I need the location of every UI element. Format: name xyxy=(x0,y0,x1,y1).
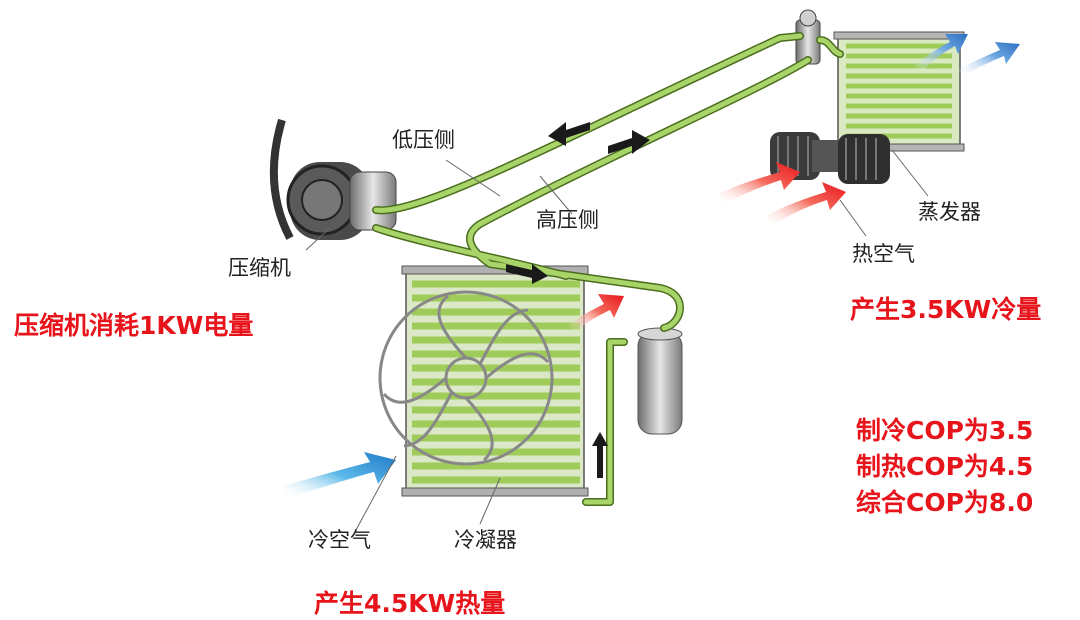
heat-output-annotation: 产生4.5KW热量 xyxy=(314,589,506,618)
hot-air-arrow-upper xyxy=(718,162,800,204)
cop-heating: 制热COP为4.5 xyxy=(856,452,1034,481)
leader-lines xyxy=(305,149,929,531)
cooled-air-arrow-right xyxy=(958,42,1020,76)
compressor-label: 压缩机 xyxy=(228,256,291,280)
cooling-output-annotation: 产生3.5KW冷量 xyxy=(850,295,1042,324)
compressor-power-annotation: 压缩机消耗1KW电量 xyxy=(14,311,254,340)
flow-arrow-condenser-in xyxy=(506,264,548,284)
cold-air-label: 冷空气 xyxy=(308,528,371,552)
compressor-unit xyxy=(269,118,397,240)
flow-arrow-low-side xyxy=(548,122,590,146)
hot-air-label: 热空气 xyxy=(852,242,915,266)
evaporator-label: 蒸发器 xyxy=(918,200,981,224)
receiver-drier xyxy=(637,327,683,435)
hot-air-arrow-lower xyxy=(766,182,846,226)
flow-arrow-high-side xyxy=(608,130,650,154)
refrigerant-pipes xyxy=(372,32,844,506)
cop-summary: 制冷COP为3.5 制热COP为4.5 综合COP为8.0 xyxy=(856,413,1033,521)
cold-air-arrow xyxy=(284,452,396,498)
cop-total: 综合COP为8.0 xyxy=(856,488,1034,517)
low-side-label: 低压侧 xyxy=(392,128,455,152)
condenser-unit xyxy=(378,265,589,497)
cooled-air-arrow-left xyxy=(914,34,968,72)
high-side-label: 高压侧 xyxy=(536,208,599,232)
flow-arrow-condenser-out xyxy=(592,432,608,478)
condenser-hot-air-arrow xyxy=(568,294,624,332)
cop-cooling: 制冷COP为3.5 xyxy=(856,416,1034,445)
condenser-label: 冷凝器 xyxy=(454,528,517,552)
